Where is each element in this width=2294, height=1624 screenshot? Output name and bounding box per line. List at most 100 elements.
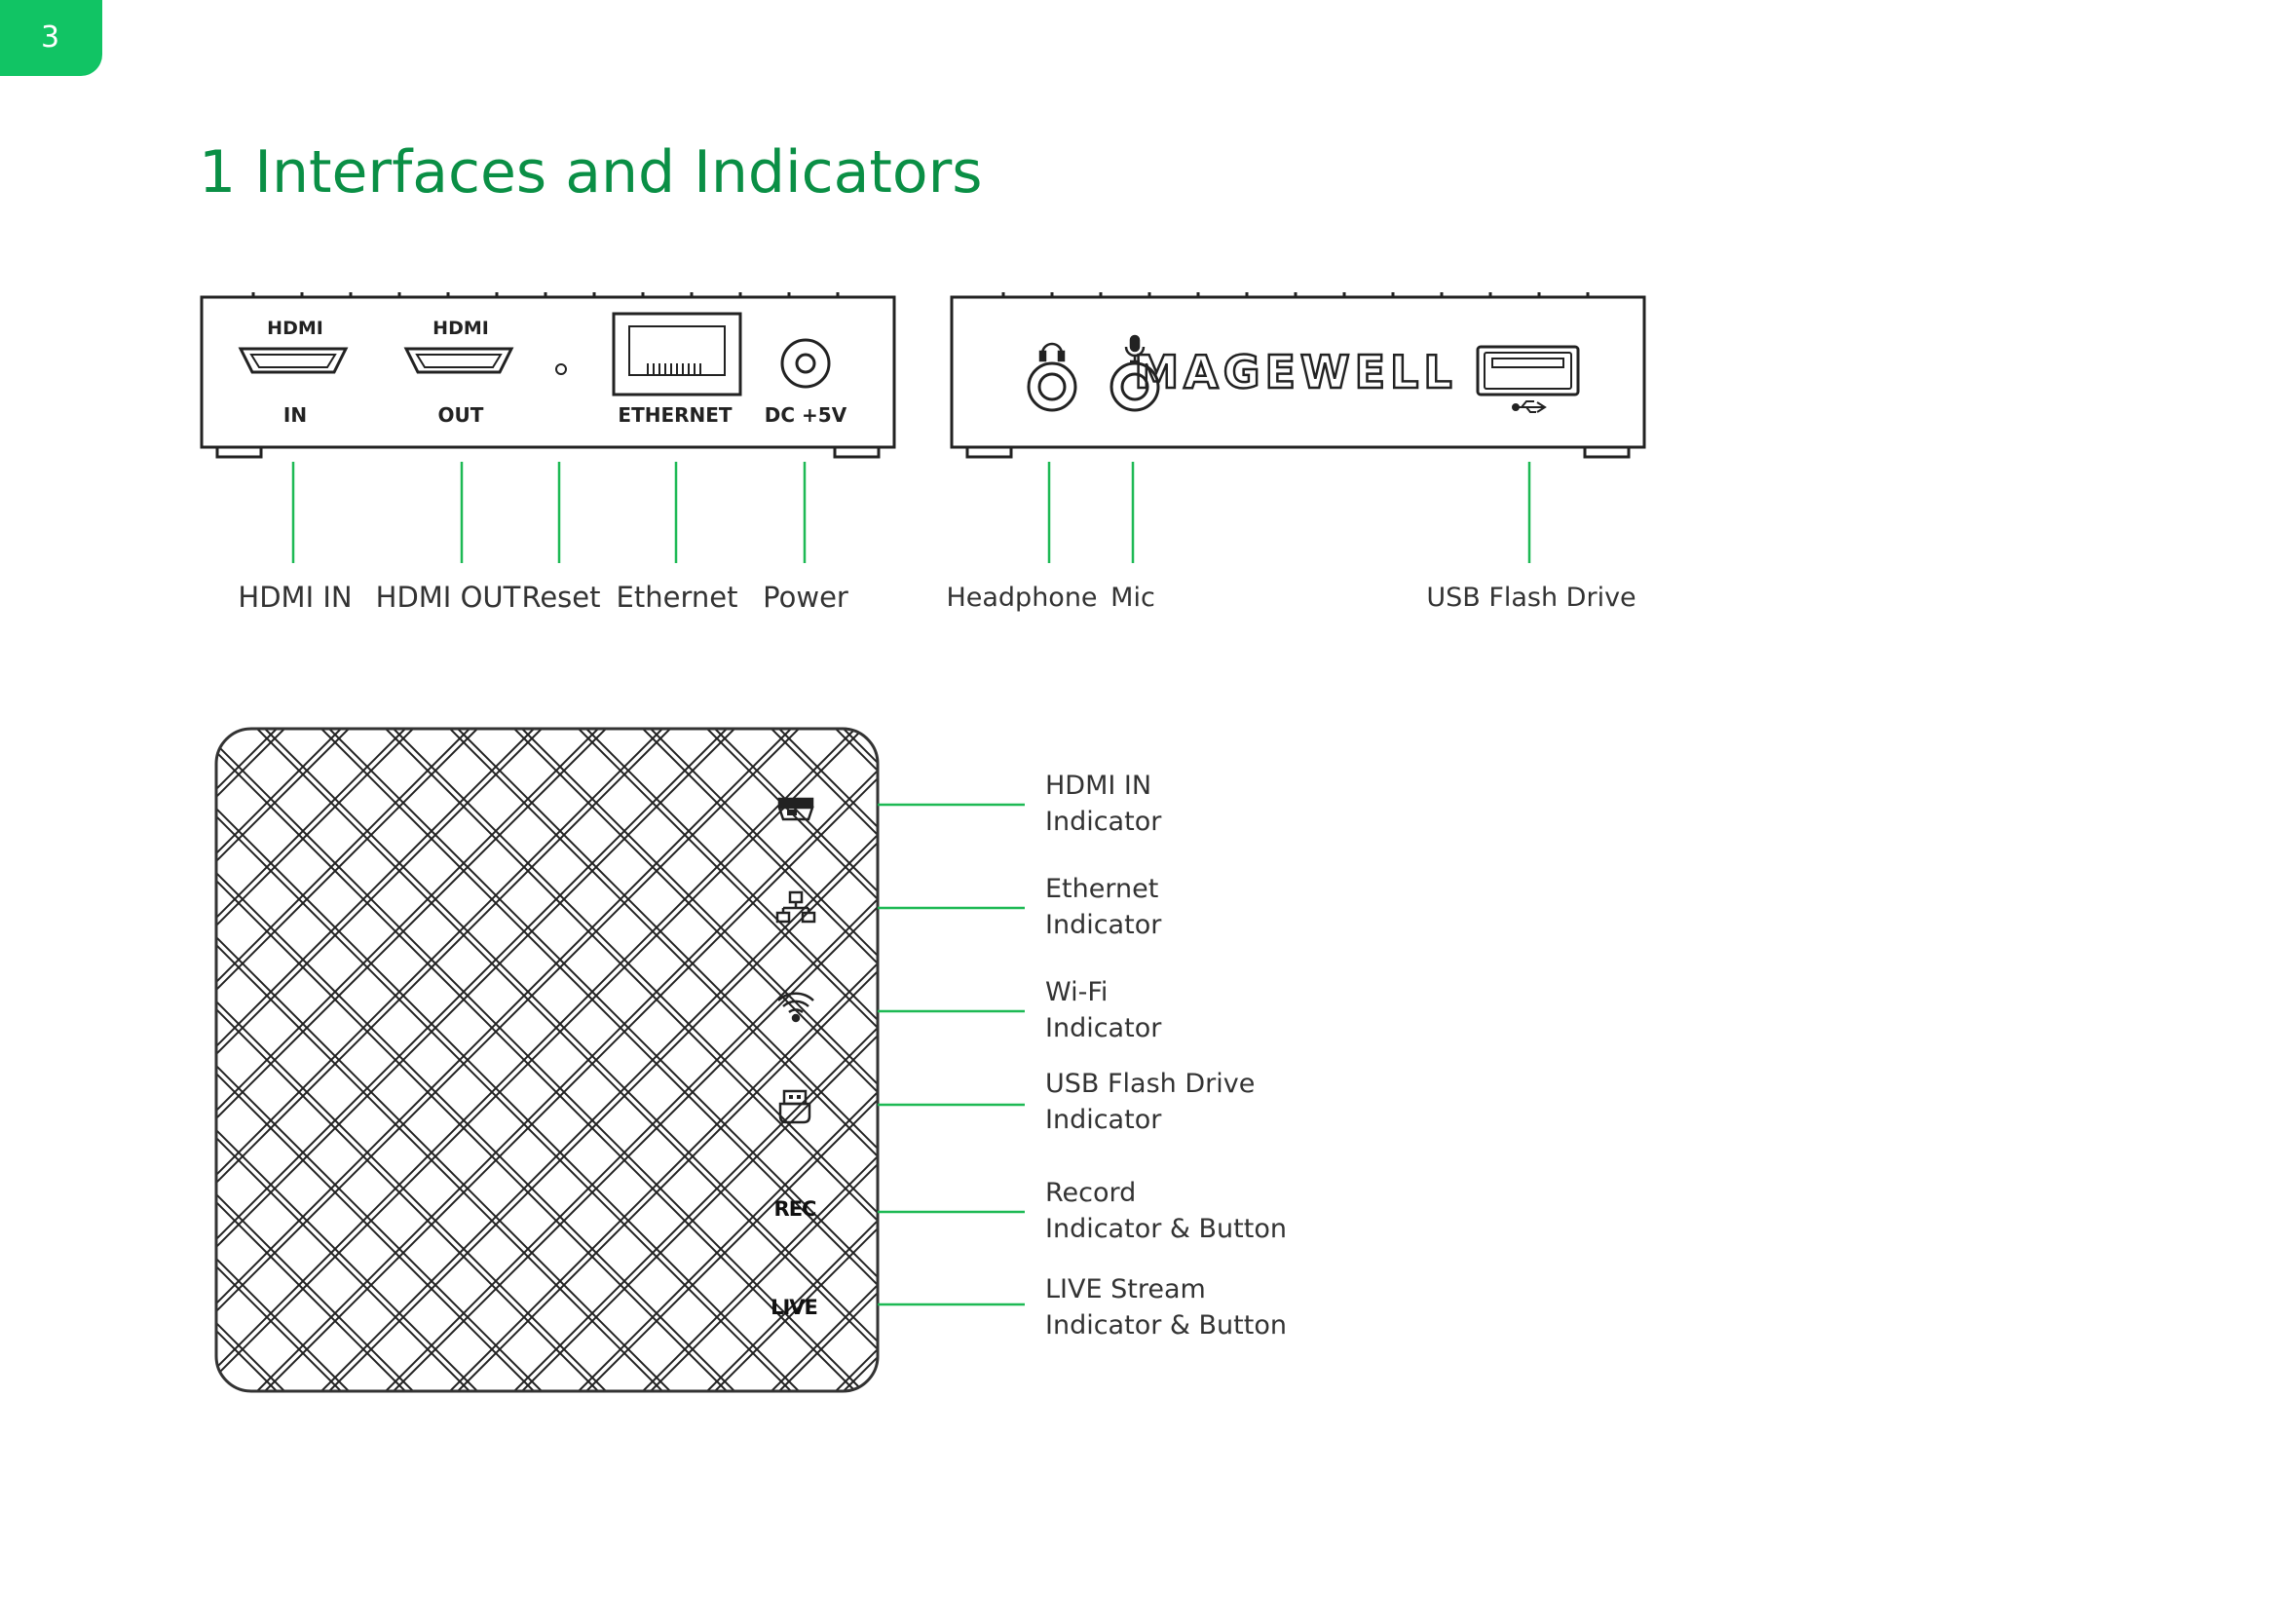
- top-panel-outline: [214, 727, 880, 1393]
- top-panel: REC LIVE: [0, 727, 2149, 1393]
- indicator-kind: Indicator & Button: [1045, 1310, 1287, 1341]
- lattice-line: [1222, 729, 1884, 1391]
- hdmi-out-logo: HDMI: [432, 318, 489, 339]
- lattice-line: [216, 729, 478, 1391]
- lattice-line: [578, 729, 878, 1391]
- page-number-tab: 3: [0, 0, 102, 76]
- lattice-line: [1422, 729, 2085, 1391]
- lattice-line: [706, 729, 878, 1391]
- rear-vent-marks: [251, 292, 840, 297]
- lattice-line: [216, 729, 607, 1391]
- label-reset: Reset: [521, 581, 601, 614]
- lattice-line: [1486, 729, 2149, 1391]
- front-panel: [950, 292, 1646, 459]
- indicator-name: Ethernet: [1045, 874, 1159, 904]
- lattice-line: [216, 729, 856, 1391]
- lattice-line: [706, 729, 878, 1391]
- label-mic: Mic: [1110, 583, 1155, 613]
- lattice-line: [1358, 729, 2020, 1391]
- lattice-line: [642, 729, 878, 1391]
- port-leader-lines: [291, 462, 1531, 563]
- lattice-line: [1286, 729, 1948, 1391]
- mic-icon: [1124, 334, 1146, 363]
- lattice-line: [216, 729, 607, 1391]
- hdmi-out-port: [403, 347, 514, 374]
- lattice-line: [1486, 729, 2149, 1391]
- lattice-line: [1229, 729, 1892, 1391]
- usb-icon: [1512, 400, 1547, 413]
- lattice-line: [1422, 729, 2085, 1391]
- page-number: 3: [40, 20, 60, 55]
- lattice-line: [216, 729, 414, 1391]
- indicator-kind: Indicator & Button: [1045, 1214, 1287, 1244]
- mic-jack: [1109, 361, 1160, 412]
- label-ethernet: Ethernet: [616, 581, 738, 614]
- lattice-line: [216, 729, 350, 1391]
- lattice-line: [521, 729, 878, 1391]
- label-hdmi-in: HDMI IN: [238, 581, 353, 614]
- lattice-line: [714, 729, 878, 1391]
- lattice-line: [216, 729, 535, 1391]
- lattice-line: [1414, 729, 2077, 1391]
- lattice-line: [1479, 729, 2141, 1391]
- lattice-line: [1479, 729, 2141, 1391]
- indicator-icons: [775, 797, 816, 1124]
- label-headphone: Headphone: [946, 583, 1098, 613]
- lattice-line: [216, 729, 663, 1391]
- indicator-kind: Indicator: [1045, 1013, 1162, 1043]
- reset-hole: [555, 363, 567, 375]
- network-indicator-icon: [775, 890, 816, 924]
- lattice-line: [1414, 729, 2077, 1391]
- lattice-line: [216, 729, 406, 1391]
- magewell-logo: MAGEWELL: [1134, 346, 1456, 398]
- rear-panel: [200, 292, 896, 459]
- lattice-line: [216, 729, 728, 1391]
- lattice-line: [216, 729, 221, 1391]
- usb-port: [1476, 345, 1580, 397]
- lattice-line: [1358, 729, 2020, 1391]
- lattice-line: [1294, 729, 1956, 1391]
- indicator-name: HDMI IN: [1045, 771, 1152, 801]
- lattice-line: [216, 729, 342, 1391]
- lattice-line: [1222, 729, 1884, 1391]
- lattice-line: [1294, 729, 1956, 1391]
- indicator-kind: Indicator: [1045, 807, 1162, 837]
- lattice-line: [513, 729, 878, 1391]
- lattice-line: [216, 729, 792, 1391]
- front-panel-feet: [965, 447, 1631, 459]
- lattice-line: [1350, 729, 2012, 1391]
- indicator-name: Wi-Fi: [1045, 977, 1109, 1007]
- lattice-line: [216, 729, 221, 1391]
- indicator-name: LIVE Stream: [1045, 1274, 1206, 1304]
- wifi-indicator-icon: [777, 992, 814, 1023]
- rear-panel-body: [200, 295, 896, 449]
- ethernet-mark: ETHERNET: [618, 403, 733, 427]
- rear-port-marks: HDMI HDMI IN OUT ETHERNET DC +5V: [267, 318, 847, 427]
- lattice-line: [216, 729, 478, 1391]
- top-panel-lattice: [0, 729, 2149, 1391]
- rear-panel-feet: [215, 447, 881, 459]
- lattice-line: [1350, 729, 2012, 1391]
- rec-button-mark: REC: [774, 1197, 817, 1221]
- lattice-line: [393, 729, 878, 1391]
- indicator-name: USB Flash Drive: [1045, 1069, 1256, 1099]
- lattice-line: [1229, 729, 1892, 1391]
- lattice-line: [216, 729, 414, 1391]
- front-panel-body: [950, 295, 1646, 449]
- usb-indicator-icon: [778, 1089, 811, 1124]
- lattice-line: [385, 729, 878, 1391]
- power-mark: DC +5V: [765, 403, 847, 427]
- label-usb-flash-drive: USB Flash Drive: [1426, 583, 1636, 613]
- power-port: [780, 338, 831, 389]
- lattice-line: [457, 729, 878, 1391]
- label-hdmi-out: HDMI OUT: [375, 581, 521, 614]
- lattice-line: [0, 729, 212, 1391]
- indicator-kind: Indicator: [1045, 1105, 1162, 1135]
- lattice-line: [650, 729, 878, 1391]
- lattice-line: [642, 729, 878, 1391]
